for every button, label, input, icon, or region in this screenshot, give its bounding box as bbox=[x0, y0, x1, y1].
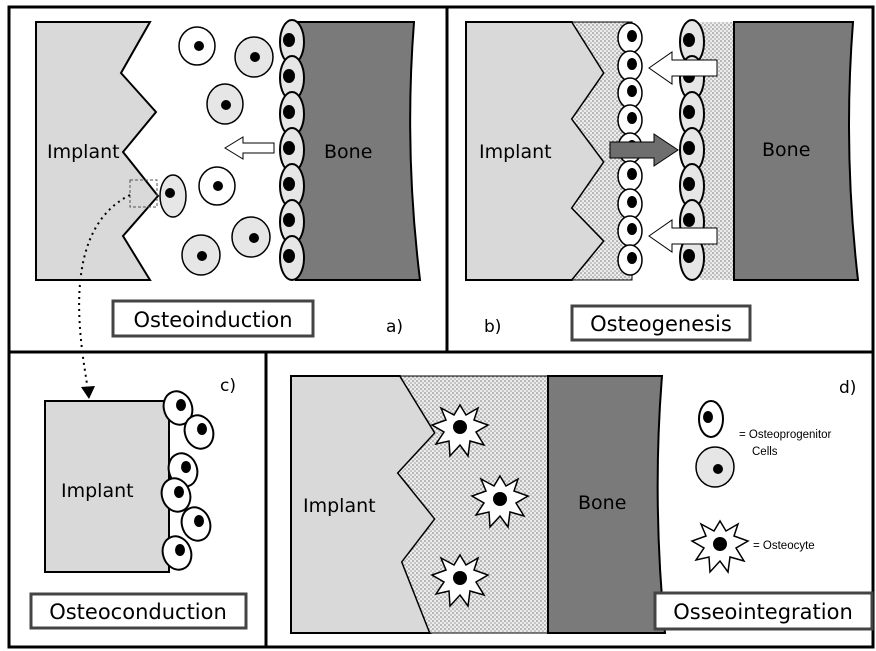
panel-title: Osseointegration bbox=[673, 600, 853, 624]
legend: = Osteoprogenitor Cells = Osteocyte bbox=[692, 401, 832, 572]
legend-osteocyte-label: = Osteocyte bbox=[753, 540, 815, 552]
bone-label: Bone bbox=[762, 139, 810, 161]
panel-title: Osteogenesis bbox=[590, 312, 732, 336]
panel-b: Implant Bone Osteogenesis b) bbox=[466, 20, 858, 340]
panel-title: Osteoconduction bbox=[49, 600, 227, 624]
legend-osteoprogenitor-cells: Cells bbox=[752, 446, 778, 458]
implant-label: Implant bbox=[303, 495, 376, 517]
bone-label: Bone bbox=[324, 141, 372, 163]
panel-d: Implant Bone Osseointegration d) = Osteo… bbox=[291, 376, 872, 633]
implant-label: Implant bbox=[479, 141, 552, 163]
implant-label: Implant bbox=[47, 141, 120, 163]
attached-cells bbox=[157, 387, 218, 574]
implant-label: Implant bbox=[61, 480, 134, 502]
lining-cells bbox=[280, 20, 304, 280]
panel-letter: d) bbox=[839, 378, 856, 398]
panel-a: Implant Bone Osteoinduction a) bbox=[36, 20, 420, 337]
panel-c: Implant Osteoconduction c) bbox=[31, 376, 246, 628]
panel-title: Osteoinduction bbox=[133, 308, 292, 332]
migration-arrow bbox=[225, 137, 274, 159]
panel-letter: a) bbox=[386, 317, 403, 337]
legend-osteoprogenitor: = Osteoprogenitor bbox=[739, 429, 832, 441]
panel-letter: b) bbox=[484, 317, 501, 337]
connector-arrowhead bbox=[81, 386, 95, 399]
panel-letter: c) bbox=[220, 376, 236, 396]
bone-label: Bone bbox=[578, 492, 626, 514]
